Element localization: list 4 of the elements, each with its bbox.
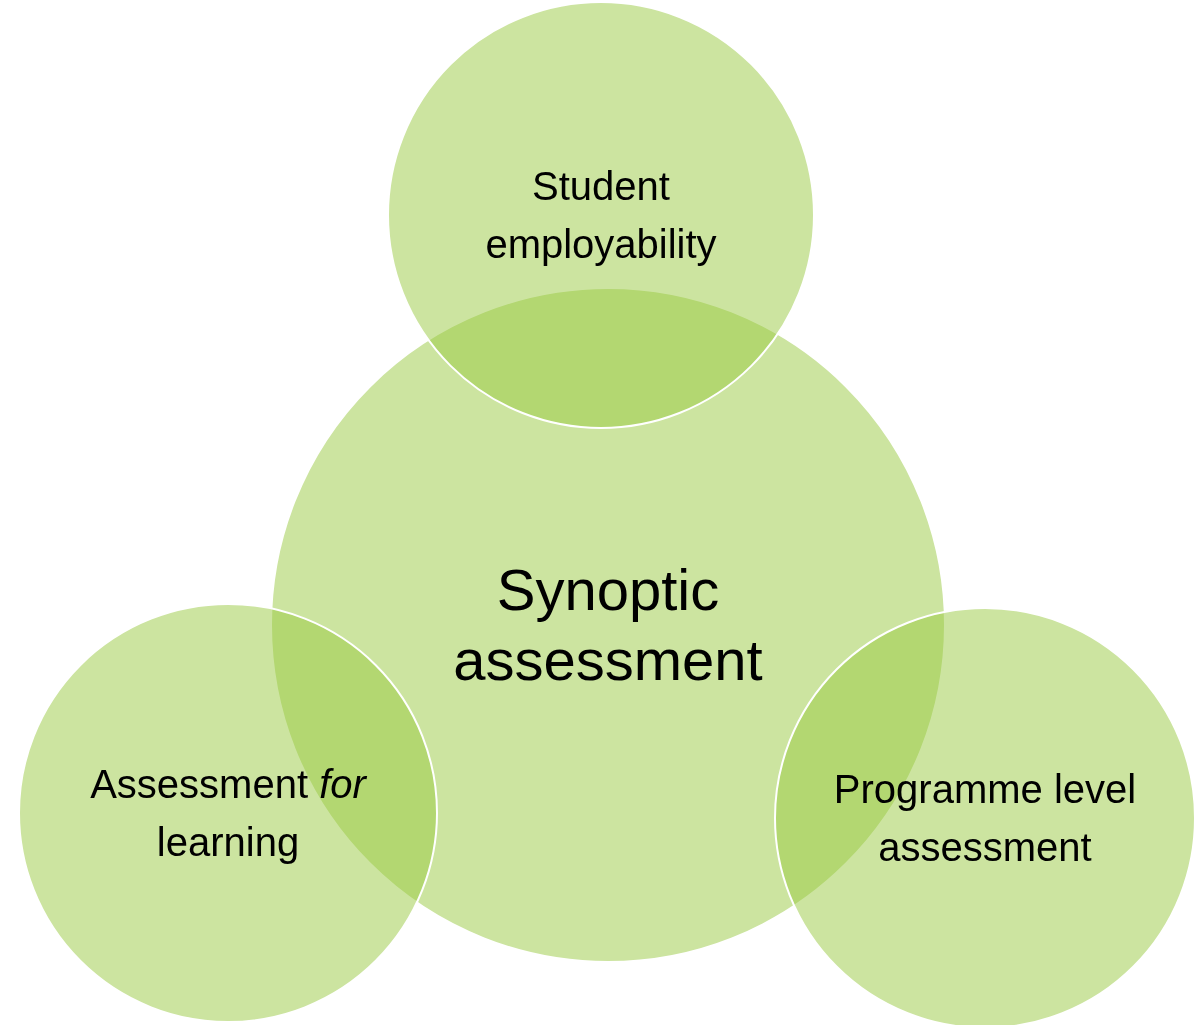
circle-label: Synoptic assessment [452,556,764,694]
circle-label: Programme level assessment [832,766,1138,871]
circle-label: Assessment for learning [89,761,368,866]
circle-label: Student employability [484,163,718,268]
